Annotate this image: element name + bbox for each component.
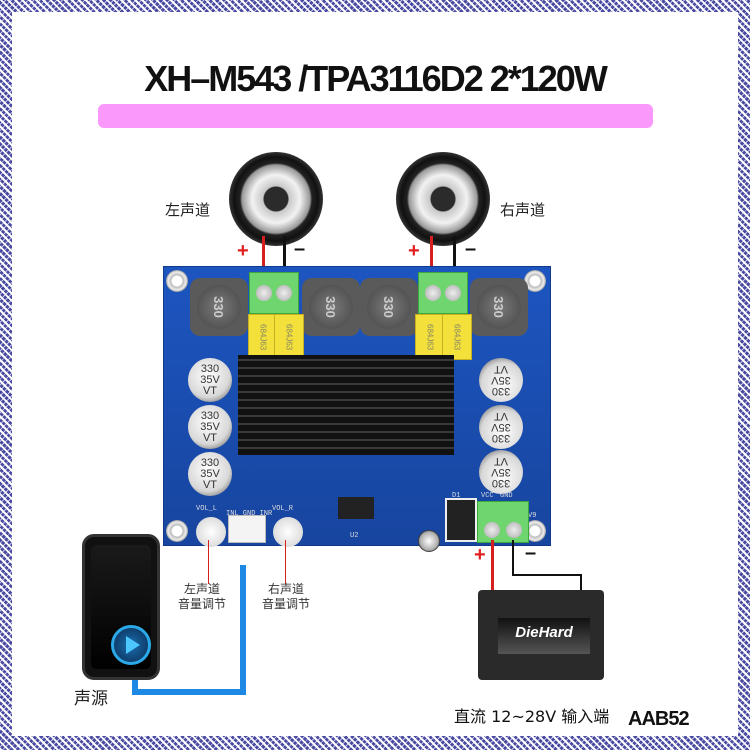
left-volume-annotation: 左声道音量调节 [178,582,227,611]
film-capacitor: 684J63 [415,314,445,360]
audio-cable [132,668,138,694]
input-header-label: INL GND INR [226,510,273,518]
power-negative-wire [580,574,582,596]
inductor: 330 [360,278,418,336]
source-label: 声源 [74,689,108,709]
d1-label: D1 [452,492,461,500]
small-capacitor [418,530,440,552]
play-icon [111,625,151,665]
left-volume-pointer [208,540,209,584]
mount-hole-icon [166,270,188,292]
battery-brand: DieHard [498,618,590,654]
mount-hole-icon [524,270,546,292]
inductor: 330 [302,278,360,336]
left-plus-sign: + [237,240,249,262]
left-channel-label: 左声道 [165,201,211,219]
u2-label: U2 [350,532,359,540]
v9-label: V9 [528,512,537,520]
right-speaker-icon [396,152,490,246]
vol-r-label: VOL_R [272,505,294,513]
right-volume-annotation: 右声道音量调节 [262,582,311,611]
power-negative-wire [512,574,582,576]
power-plus-sign: + [474,544,486,566]
film-capacitor: 684J63 [274,314,304,360]
left-positive-wire [262,236,265,292]
mount-hole-icon [524,520,546,542]
vol-l-label: VOL_L [196,505,218,513]
power-negative-wire [512,540,514,576]
gnd-label: GND [500,492,513,500]
left-volume-knob[interactable] [196,517,226,547]
right-negative-wire [453,236,456,292]
right-speaker-terminal [418,272,468,314]
product-code: AAB52 [628,708,690,730]
audio-cable [240,565,246,695]
power-input-label: 直流 12~28V 输入端 [454,707,610,726]
inductor: 330 [470,278,528,336]
audio-input-connector [228,515,266,543]
left-negative-wire [283,236,286,292]
heatsink [238,355,454,455]
mount-hole-icon [166,520,188,542]
audio-cable [132,689,246,695]
right-minus-sign: – [465,238,477,260]
diode-d1 [445,498,477,542]
left-speaker-terminal [249,272,299,314]
right-volume-knob[interactable] [273,517,303,547]
banner-bar [98,104,653,128]
right-volume-pointer [285,540,286,584]
left-speaker-icon [229,152,323,246]
power-input-terminal [477,501,529,543]
right-channel-label: 右声道 [500,201,546,219]
audio-source-player [82,534,160,680]
battery: DieHard [478,590,604,680]
inductor: 330 [190,278,248,336]
film-capacitor: 684J63 [248,314,278,360]
left-minus-sign: – [294,238,306,260]
film-capacitor: 684J63 [442,314,472,360]
right-positive-wire [430,236,433,292]
product-title: XH–M543 /TPA3116D2 2*120W [144,58,608,99]
right-plus-sign: + [408,240,420,262]
power-positive-wire [491,540,494,602]
vcc-label: VCC [481,492,494,500]
power-minus-sign: – [525,542,537,564]
ic-chip [338,497,374,519]
